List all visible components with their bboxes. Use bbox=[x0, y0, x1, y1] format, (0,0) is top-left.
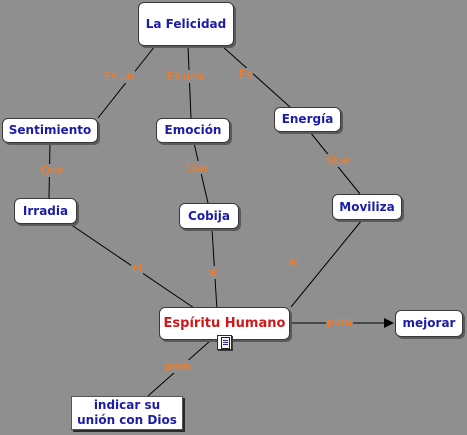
node-espiritu-humano[interactable]: Espíritu Humano bbox=[159, 307, 290, 340]
node-mejorar[interactable]: mejorar bbox=[395, 310, 463, 337]
node-moviliza[interactable]: Moviliza bbox=[332, 194, 402, 220]
node-sentimiento[interactable]: Sentimiento bbox=[2, 118, 98, 143]
node-la-felicidad[interactable]: La Felicidad bbox=[138, 2, 234, 46]
node-irradia[interactable]: Irradia bbox=[14, 198, 77, 224]
link-label-es-un: Es un bbox=[103, 70, 136, 83]
document-icon[interactable] bbox=[217, 335, 232, 350]
document-line bbox=[223, 342, 228, 343]
node-indicar-union-con-dios[interactable]: indicar su unión con Dios bbox=[71, 396, 183, 430]
link-label-que-3: Que bbox=[326, 154, 351, 167]
line-moviliza-espiritu bbox=[290, 219, 363, 308]
link-label-es-una: Es una bbox=[166, 70, 205, 83]
line-felicidad-energia bbox=[221, 45, 291, 108]
document-line bbox=[223, 344, 228, 345]
document-line bbox=[223, 340, 228, 341]
link-label-el: el bbox=[131, 262, 143, 275]
link-label-para-1: para bbox=[326, 315, 353, 328]
link-label-para-2: para bbox=[164, 360, 191, 373]
node-energia[interactable]: Energía bbox=[274, 107, 341, 132]
link-label-al-1: al bbox=[208, 266, 220, 279]
node-emocion[interactable]: Emoción bbox=[156, 118, 230, 143]
link-label-al-2: al bbox=[288, 256, 300, 269]
node-cobija[interactable]: Cobija bbox=[179, 203, 239, 229]
link-label-es: Es bbox=[238, 68, 253, 81]
document-page-shape bbox=[221, 337, 230, 349]
link-label-que-2: Que bbox=[185, 161, 210, 174]
link-label-que-1: Que bbox=[40, 164, 65, 177]
